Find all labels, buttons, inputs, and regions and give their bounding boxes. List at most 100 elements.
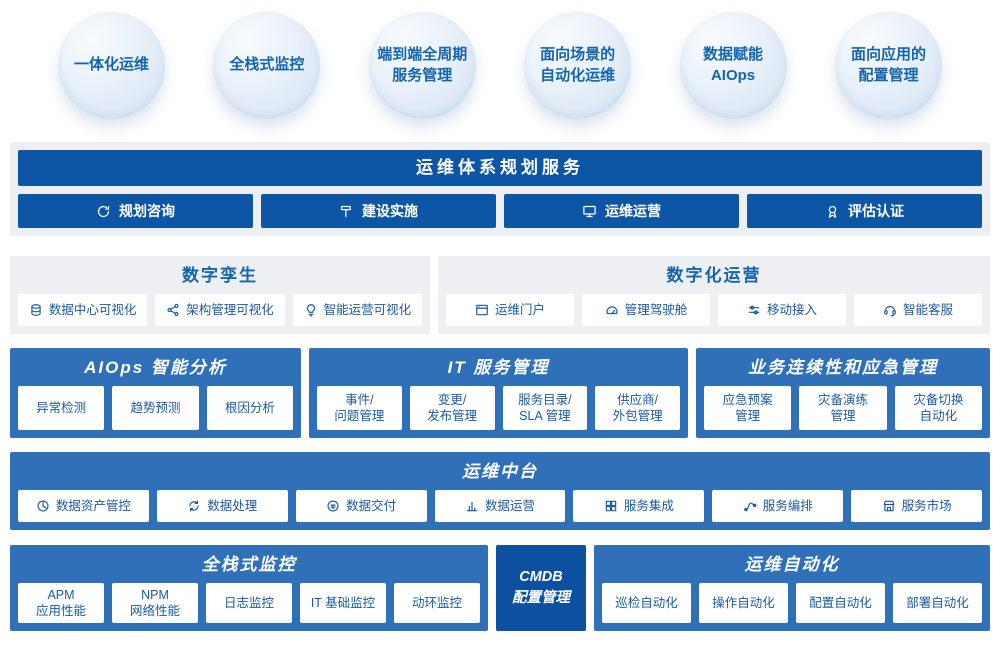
section-digital-twin: 数字孪生 数据中心可视化 架构管理可视化 智能运营可视化 — [10, 256, 430, 334]
card-label: 灾备切换 自动化 — [913, 392, 964, 423]
aiops-title: AIOps 智能分析 — [84, 358, 227, 377]
section-ops-automation: 运维自动化 巡检自动化 操作自动化 配置自动化 部署自动化 — [594, 545, 990, 631]
card-label: 操作自动化 — [712, 595, 775, 610]
card-label: 智能运营可视化 — [323, 302, 412, 317]
badge-fullstack-monitoring: 全栈式监控 — [213, 12, 321, 119]
badge-scenario-automation: 面向场景的 自动化运维 — [524, 12, 632, 119]
badge-aiops: 数据赋能 AIOps — [679, 12, 787, 119]
itsm-title: IT 服务管理 — [447, 358, 550, 377]
monitor-icon — [582, 204, 597, 219]
card-label: 事件/ 问题管理 — [334, 392, 385, 423]
planning-item-consulting: 规划咨询 — [18, 194, 253, 228]
card-data-delivery: 数据交付 — [295, 490, 427, 522]
digital-row: 数字孪生 数据中心可视化 架构管理可视化 智能运营可视化 数字化运营 — [10, 256, 990, 334]
card-label: 服务目录/ SLA 管理 — [518, 392, 572, 423]
card-service-orchestration: 服务编排 — [712, 490, 844, 522]
card-label: 趋势预测 — [130, 400, 181, 415]
aiops-cards: 异常检测 趋势预测 根因分析 — [18, 386, 293, 430]
card-change-release-mgmt: 变更/ 发布管理 — [409, 386, 495, 430]
card-it-infrastructure-monitoring: IT 基础监控 — [300, 583, 386, 623]
card-label: 数据中心可视化 — [48, 302, 137, 317]
card-catalog-sla-mgmt: 服务目录/ SLA 管理 — [502, 386, 588, 430]
badge-label: 全栈式监控 — [229, 56, 305, 74]
planning-items-row: 规划咨询 建设实施 运维运营 评估认证 — [18, 194, 982, 228]
refresh-icon — [96, 204, 111, 219]
card-root-cause-analysis: 根因分析 — [206, 386, 293, 430]
card-service-integration: 服务集成 — [573, 490, 705, 522]
card-label: 移动接入 — [766, 302, 817, 317]
topology-icon — [166, 303, 180, 317]
badge-label: 一体化运维 — [73, 56, 149, 74]
card-operation-automation: 操作自动化 — [699, 583, 788, 623]
automation-title: 运维自动化 — [744, 555, 840, 574]
card-smart-ops-visualization: 智能运营可视化 — [292, 294, 422, 326]
automation-cards: 巡检自动化 操作自动化 配置自动化 部署自动化 — [602, 583, 982, 623]
headset-icon — [883, 303, 897, 317]
hammer-icon — [339, 204, 354, 219]
card-ops-portal: 运维门户 — [446, 294, 574, 326]
badge-label: 面向场景的 自动化运维 — [540, 46, 616, 84]
card-label: 架构管理可视化 — [186, 302, 274, 317]
card-trend-prediction: 趋势预测 — [112, 386, 199, 430]
badge-integrated-ops: 一体化运维 — [58, 12, 165, 119]
section-fullstack-monitoring: 全栈式监控 APM 应用性能 NPM 网络性能 日志监控 IT 基础监控 动环监… — [10, 545, 488, 631]
card-label: IT 基础监控 — [310, 595, 376, 610]
card-dr-switch-automation: 灾备切换 自动化 — [894, 386, 982, 430]
planning-item-label: 建设实施 — [362, 203, 418, 219]
capability-badges-row: 一体化运维 全栈式监控 端到端全周期 服务管理 面向场景的 自动化运维 数据赋能… — [10, 12, 990, 119]
itsm-cards: 事件/ 问题管理 变更/ 发布管理 服务目录/ SLA 管理 供应商/ 外包管理 — [317, 386, 680, 430]
sync-icon — [187, 499, 201, 513]
card-datacenter-visualization: 数据中心可视化 — [18, 294, 148, 326]
section-itsm: IT 服务管理 事件/ 问题管理 变更/ 发布管理 服务目录/ SLA 管理 供… — [309, 348, 688, 438]
bcm-title: 业务连续性和应急管理 — [748, 358, 938, 377]
card-inspection-automation: 巡检自动化 — [602, 583, 691, 623]
section-cmdb: CMDB 配置管理 — [496, 545, 586, 631]
card-label: 数据运营 — [485, 498, 536, 513]
badge-label: 数据赋能 AIOps — [703, 46, 764, 84]
card-label: 智能客服 — [902, 302, 953, 317]
section-middle-platform: 运维中台 数据资产管控 数据处理 数据交付 数据运营 服务集成 — [10, 452, 990, 530]
card-mobile-access: 移动接入 — [718, 294, 846, 326]
card-label: 数据交付 — [346, 498, 397, 513]
digital-operation-cards: 运维门户 管理驾驶舱 移动接入 智能客服 — [446, 294, 982, 326]
card-service-marketplace: 服务市场 — [851, 490, 983, 522]
monitoring-title: 全栈式监控 — [201, 555, 297, 574]
card-architecture-visualization: 架构管理可视化 — [155, 294, 285, 326]
card-label: 管理驾驶舱 — [624, 302, 688, 317]
card-smart-customer-service: 智能客服 — [854, 294, 982, 326]
badge-label: 端到端全周期 服务管理 — [377, 46, 468, 84]
sliders-icon — [747, 303, 761, 317]
card-label: APM 应用性能 — [35, 587, 86, 618]
bcm-cards: 应急预案 管理 灾备演练 管理 灾备切换 自动化 — [704, 386, 982, 430]
planning-section-title: 运维体系规划服务 — [18, 150, 982, 186]
card-facility-monitoring: 动环监控 — [394, 583, 480, 623]
middle-platform-title: 运维中台 — [462, 462, 538, 481]
coin-icon — [326, 499, 340, 513]
card-label: NPM 网络性能 — [129, 587, 180, 618]
digital-twin-title: 数字孪生 — [182, 266, 258, 285]
card-deploy-automation: 部署自动化 — [893, 583, 982, 623]
section-bcm: 业务连续性和应急管理 应急预案 管理 灾备演练 管理 灾备切换 自动化 — [696, 348, 990, 438]
card-dr-drill-mgmt: 灾备演练 管理 — [799, 386, 887, 430]
card-label: 变更/ 发布管理 — [427, 392, 478, 423]
middle-platform-cards: 数据资产管控 数据处理 数据交付 数据运营 服务集成 服务编排 — [18, 490, 983, 522]
card-label: 服务市场 — [901, 498, 952, 513]
badge-label: 面向应用的 配置管理 — [850, 46, 926, 84]
modules-icon — [604, 499, 618, 513]
monitoring-cards: APM 应用性能 NPM 网络性能 日志监控 IT 基础监控 动环监控 — [18, 583, 480, 623]
planning-item-label: 评估认证 — [848, 203, 904, 219]
card-label: 根因分析 — [224, 400, 275, 415]
card-label: 服务编排 — [762, 498, 813, 513]
card-label: 动环监控 — [411, 595, 462, 610]
card-data-processing: 数据处理 — [156, 490, 288, 522]
card-data-asset-control: 数据资产管控 — [18, 490, 149, 522]
section-aiops: AIOps 智能分析 异常检测 趋势预测 根因分析 — [10, 348, 301, 438]
section-digital-operation: 数字化运营 运维门户 管理驾驶舱 移动接入 智能客服 — [438, 256, 990, 334]
analysis-row: AIOps 智能分析 异常检测 趋势预测 根因分析 IT 服务管理 事件/ 问题… — [10, 348, 990, 438]
card-label: 运维门户 — [494, 302, 545, 317]
badge-e2e-service: 端到端全周期 服务管理 — [368, 12, 476, 119]
planning-item-operation: 运维运营 — [504, 194, 739, 228]
bottom-row: 全栈式监控 APM 应用性能 NPM 网络性能 日志监控 IT 基础监控 动环监… — [10, 545, 990, 631]
card-config-automation: 配置自动化 — [796, 583, 885, 623]
